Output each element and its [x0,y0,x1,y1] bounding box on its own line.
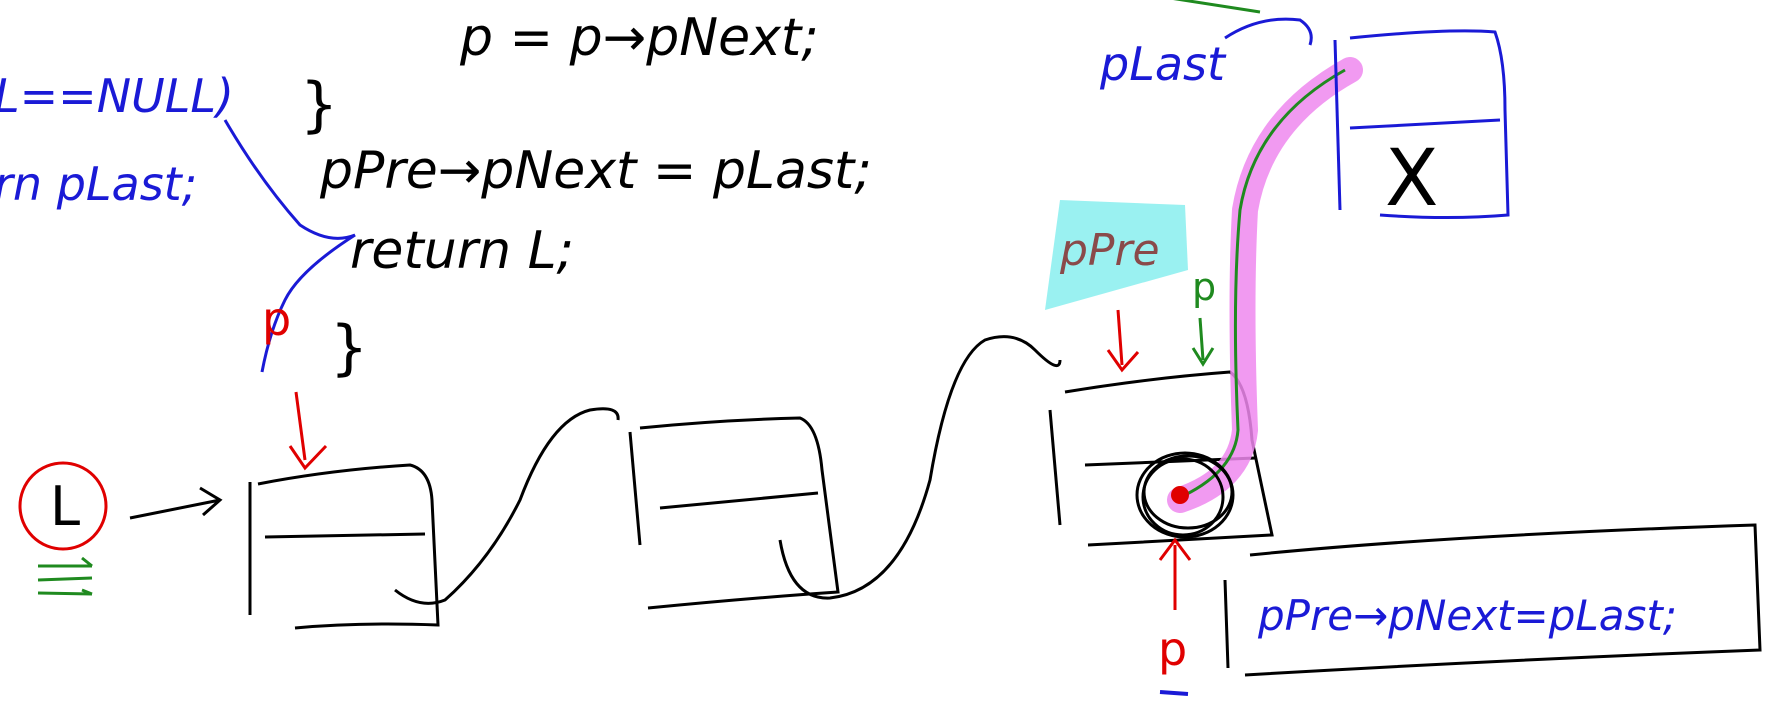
code-line-assign: pPre→pNext = pLast; [319,141,872,201]
code-brace-close-2: } [330,313,368,383]
link-node2-node3 [778,335,1062,600]
label-p-bottom: p [1158,622,1187,676]
note-return: rn pLast; [0,157,197,211]
p-left-arrow [288,391,328,471]
p-bottom-underline [1159,690,1189,696]
list-node-1 [248,463,440,630]
code-line-top: p = p→pNext; [459,8,819,68]
label-p-left: p [262,292,291,346]
code-brace-close-1: } [300,70,338,140]
label-plast: pLast [1099,37,1227,91]
head-arrow [129,486,223,520]
ppre-highlight [1045,200,1188,310]
note-condition: L==NULL) [0,69,234,123]
ppre-arrow [1106,309,1140,373]
relink-highlight [1167,57,1363,513]
label-head: L [50,475,80,538]
label-ppre: pPre [1059,225,1160,276]
p-green-arrow [1191,317,1215,367]
list-node-2 [628,416,840,610]
boxed-statement: pPre→pNext=pLast; [1257,591,1677,640]
link-node1-node2 [394,407,620,605]
relink-line [1184,68,1346,497]
code-line-return: return L; [350,221,574,281]
head-underline-green [37,556,93,596]
head-circle [18,461,108,551]
statement-box [1223,523,1762,677]
node3-pointer-dot [1171,486,1189,504]
last-node [1333,29,1510,219]
label-p-green: p [1192,265,1216,309]
plast-arrow [1224,17,1313,46]
cross-out-circle [1135,451,1235,539]
blue-connector-curve [223,119,356,373]
label-x-mark: X [1385,134,1438,224]
plast-green-tick [1173,0,1261,14]
p-bottom-arrow [1158,537,1192,610]
